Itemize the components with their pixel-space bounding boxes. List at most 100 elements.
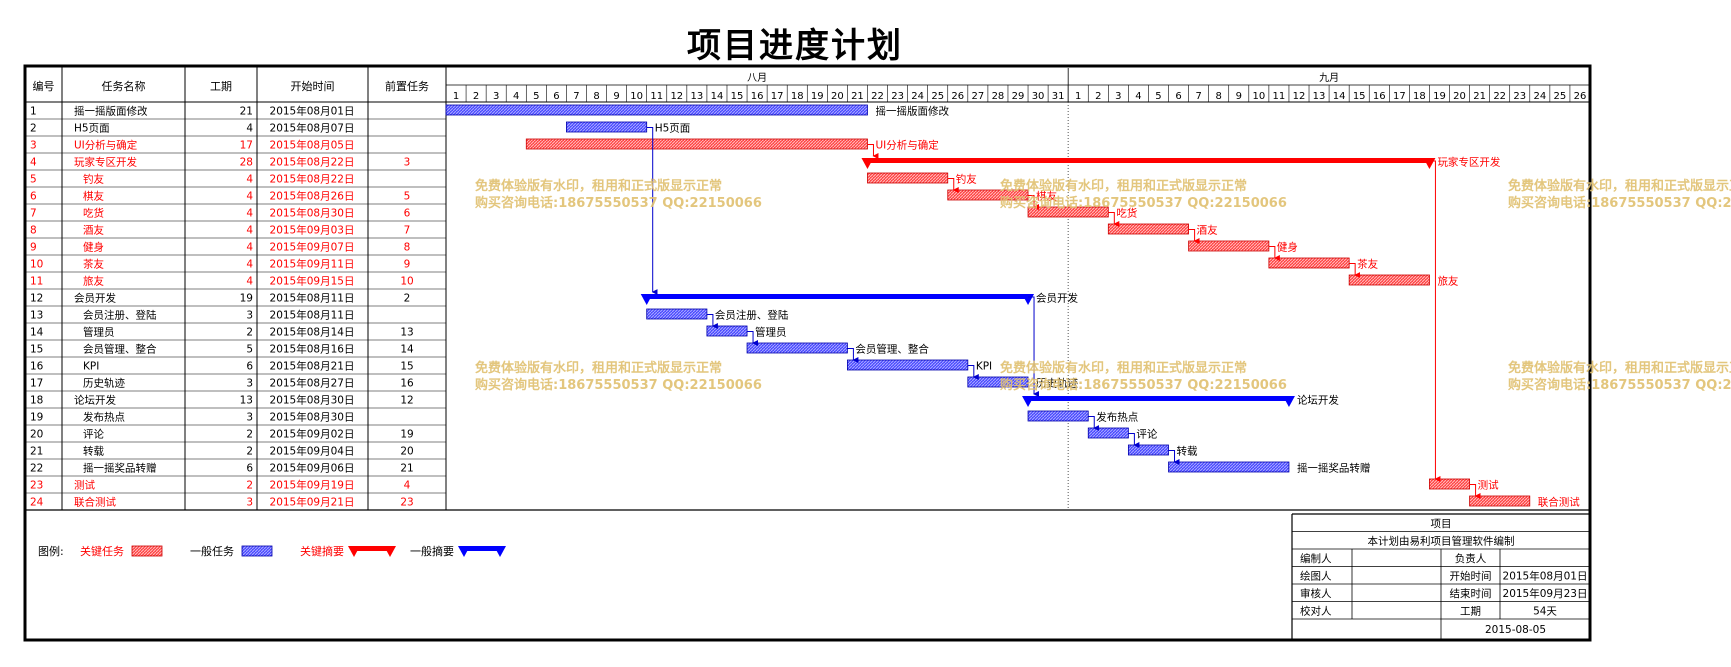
task-start: 2015年08月07日 xyxy=(270,122,355,135)
day-label: 2 xyxy=(473,91,479,102)
task-name: 会员注册、登陆 xyxy=(83,309,157,322)
legend-swatch xyxy=(352,546,392,551)
day-label: 30 xyxy=(1032,91,1045,102)
task-id: 9 xyxy=(30,242,37,254)
task-bar xyxy=(525,138,868,150)
day-label: 15 xyxy=(731,91,744,102)
bar-label: 摇一摇版面修改 xyxy=(875,105,949,118)
day-label: 12 xyxy=(1293,91,1306,102)
task-duration: 4 xyxy=(246,191,253,203)
task-pred: 9 xyxy=(404,259,411,271)
watermark-line2: 购买咨询电话:18675550537 QQ:22150066 xyxy=(1000,377,1287,393)
legend-label: 关键任务 xyxy=(80,544,124,558)
day-label: 11 xyxy=(650,91,663,102)
bar-label: H5页面 xyxy=(655,123,691,135)
bar-label: KPI xyxy=(976,361,992,373)
task-id: 16 xyxy=(30,361,44,373)
day-label: 16 xyxy=(751,91,764,102)
bar-label: 转载 xyxy=(1177,445,1199,458)
task-bar xyxy=(867,172,949,184)
info-box-label: 开始时间 xyxy=(1450,570,1492,583)
legend-swatch xyxy=(241,545,273,557)
task-bar xyxy=(566,121,648,133)
info-box-value: 2015年09月23日 xyxy=(1503,587,1588,600)
day-label: 25 xyxy=(931,91,944,102)
task-start: 2015年09月02日 xyxy=(270,428,355,441)
bar-label: 管理员 xyxy=(755,326,787,339)
dependency-link xyxy=(1469,484,1481,499)
task-start: 2015年08月11日 xyxy=(270,292,355,305)
page-title: 项目进度计划 xyxy=(687,26,903,66)
info-box-value: 54天 xyxy=(1533,606,1557,618)
day-label: 27 xyxy=(971,91,984,102)
task-name: 玩家专区开发 xyxy=(74,156,137,169)
task-start: 2015年08月30日 xyxy=(270,411,355,424)
bar-label: 钓友 xyxy=(956,173,977,186)
task-bar xyxy=(1168,461,1290,473)
day-label: 1 xyxy=(453,91,459,102)
watermark-line1: 免费体验版有水印，租用和正式版显示正常 xyxy=(1000,178,1247,194)
info-box-subtitle: 本计划由易利项目管理软件编制 xyxy=(1368,535,1515,548)
legend-label: 关键摘要 xyxy=(300,544,344,558)
task-start: 2015年09月03日 xyxy=(270,224,355,237)
task-id: 4 xyxy=(30,157,37,169)
task-duration: 2 xyxy=(246,327,253,339)
task-duration: 6 xyxy=(246,463,253,475)
task-name: 评论 xyxy=(83,428,104,441)
day-label: 4 xyxy=(1135,91,1141,102)
task-pred: 13 xyxy=(400,327,413,339)
table-header-0: 编号 xyxy=(33,79,55,93)
task-bar xyxy=(646,308,708,320)
watermark-line2: 购买咨询电话:18675550537 QQ:22150066 xyxy=(475,195,762,211)
watermark-line1: 免费体验版有水印，租用和正式版显示正常 xyxy=(1000,360,1247,376)
bar-label: UI分析与确定 xyxy=(875,139,939,152)
task-id: 3 xyxy=(30,140,37,152)
task-name: KPI xyxy=(83,361,99,373)
task-id: 21 xyxy=(30,446,43,458)
day-label: 26 xyxy=(951,91,964,102)
task-bar xyxy=(1348,274,1430,286)
task-duration: 3 xyxy=(246,497,253,509)
task-name: 健身 xyxy=(83,241,104,254)
task-start: 2015年08月22日 xyxy=(270,156,355,169)
task-duration: 17 xyxy=(240,140,253,152)
summary-bar xyxy=(867,158,1430,163)
day-label: 21 xyxy=(851,91,864,102)
info-box-label: 绘图人 xyxy=(1300,570,1332,583)
day-label: 17 xyxy=(771,91,784,102)
task-bar xyxy=(445,104,868,116)
watermark-line1: 免费体验版有水印，租用和正式版显示正常 xyxy=(1508,360,1731,376)
day-label: 8 xyxy=(1216,91,1222,102)
info-box-label: 工期 xyxy=(1460,606,1481,618)
task-pred: 4 xyxy=(404,480,411,492)
day-label: 9 xyxy=(1236,91,1242,102)
day-label: 24 xyxy=(911,91,924,102)
day-label: 7 xyxy=(1195,91,1201,102)
dependency-link xyxy=(867,144,879,159)
task-pred: 6 xyxy=(404,208,411,220)
dependency-link xyxy=(1128,433,1140,448)
task-pred: 16 xyxy=(400,378,414,390)
task-duration: 28 xyxy=(240,157,253,169)
summary-cap-left xyxy=(640,294,653,305)
legend-label: 一般摘要 xyxy=(410,544,454,558)
task-start: 2015年08月01日 xyxy=(270,105,355,118)
dependency-link xyxy=(1168,450,1180,465)
day-label: 17 xyxy=(1393,91,1406,102)
dependency-link xyxy=(1108,212,1120,227)
task-bar xyxy=(1027,206,1109,218)
task-pred: 21 xyxy=(400,463,413,475)
task-name: 转载 xyxy=(83,445,104,458)
task-duration: 3 xyxy=(246,378,253,390)
day-label: 14 xyxy=(711,91,724,102)
dependency-link xyxy=(947,178,959,193)
legend-swatch-cap xyxy=(494,546,506,557)
bar-label: 酒友 xyxy=(1197,224,1219,237)
task-pred: 2 xyxy=(404,293,411,305)
task-id: 14 xyxy=(30,327,44,339)
bar-label: 论坛开发 xyxy=(1297,394,1339,407)
dependency-link xyxy=(747,331,759,346)
task-duration: 3 xyxy=(246,412,253,424)
task-id: 12 xyxy=(30,293,43,305)
